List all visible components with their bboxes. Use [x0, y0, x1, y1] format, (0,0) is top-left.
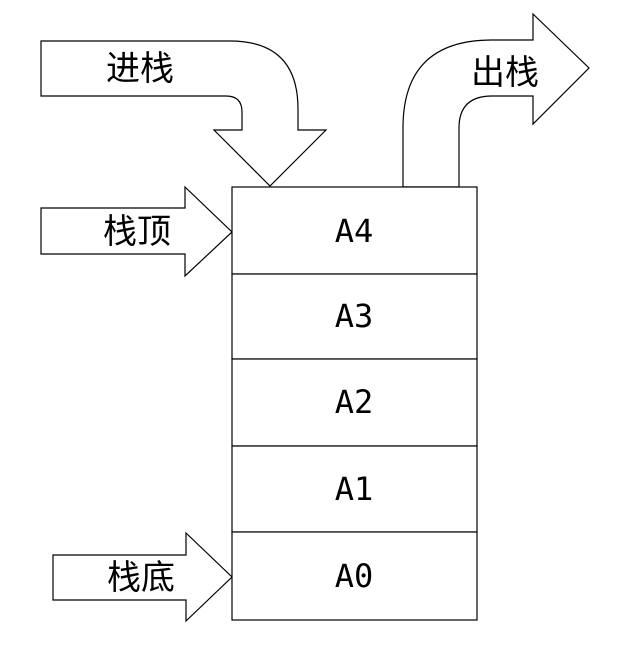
push-arrow-shape	[40, 40, 328, 187]
pop-arrow-label: 出栈	[471, 53, 539, 93]
stack-cell-label-a3: A3	[335, 297, 374, 335]
top-pointer-arrow-shape	[40, 185, 233, 278]
top-pointer-arrow: 栈顶	[40, 185, 233, 278]
stack-cell-label-a4: A4	[335, 212, 374, 250]
bottom-pointer-arrow: 栈底	[52, 531, 233, 623]
stack-cell-label-a1: A1	[335, 470, 374, 508]
pop-arrow: 出栈	[402, 12, 590, 188]
bottom-pointer-arrow-shape	[52, 531, 233, 623]
top-pointer-label: 栈顶	[103, 212, 171, 252]
stack-cell-a2	[231, 358, 478, 447]
stack-cell-a0	[231, 531, 478, 621]
stack-cell-a1	[231, 445, 478, 533]
stack-cell-label-a2: A2	[335, 383, 374, 421]
stack: A4 A3 A2 A1 A0	[231, 186, 478, 621]
stack-cell-label-a0: A0	[335, 557, 374, 595]
push-arrow: 进栈	[40, 40, 328, 187]
bottom-pointer-label: 栈底	[107, 558, 175, 598]
push-arrow-label: 进栈	[106, 49, 174, 89]
stack-cell-a4	[231, 186, 478, 275]
pop-arrow-shape	[402, 12, 590, 188]
